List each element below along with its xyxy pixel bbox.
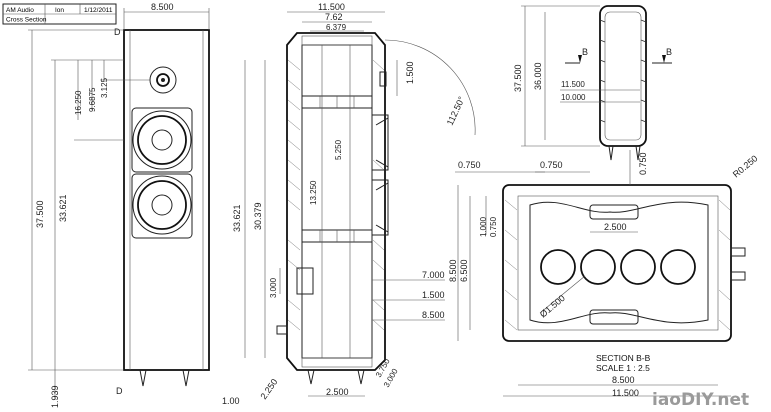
- front-dim-96875: 9.6875: [88, 87, 97, 112]
- front-height-dim: 37.500: [35, 200, 45, 228]
- side-bottom-dim-1: 1.00: [222, 396, 240, 406]
- side-dim-7000: 7.000: [422, 270, 445, 280]
- side-port-height-dim: 3.000: [269, 277, 278, 298]
- section-dim-t3: 0.750: [638, 152, 648, 175]
- side-h2-dim: 30.379: [253, 202, 263, 230]
- top-dim-10000: 10.000: [561, 93, 586, 102]
- section-radius-dim: R0.250: [731, 153, 760, 179]
- section-mark-bottom: D: [116, 386, 123, 396]
- side-bottom-dim-3: 2.500: [326, 387, 349, 397]
- section-scale: SCALE 1 : 2.5: [596, 363, 650, 373]
- section-height-dim: 8.500: [448, 259, 458, 282]
- title-block: AM Audio Ion 1/12/2011 Cross Section: [2, 3, 117, 25]
- section-label: SECTION B-B: [596, 353, 651, 363]
- front-dim-16250: 16.250: [74, 90, 83, 115]
- watermark-text: iaoDIY.net: [652, 390, 749, 410]
- section-width-overall-dim: 11.500: [612, 388, 639, 398]
- drawing-description: Cross Section: [6, 17, 47, 24]
- side-inner-width-dim: 7.62: [325, 12, 343, 22]
- front-inner-height-dim: 33.621: [58, 194, 68, 222]
- section-mark-top: D: [114, 27, 121, 37]
- side-tweeter-offset-dim: 1.500: [405, 61, 415, 84]
- top-inner-height-dim: 36.000: [533, 62, 543, 90]
- section-mark-right: B: [666, 47, 672, 57]
- side-h1-dim: 33.621: [232, 204, 242, 232]
- front-dim-3125: 3.125: [100, 77, 109, 98]
- model-name: Ion: [55, 7, 64, 14]
- side-dim-8500: 8.500: [422, 310, 445, 320]
- side-bottom-dim-2: 2.250: [258, 377, 279, 401]
- section-brace-width-dim: 2.500: [604, 222, 627, 232]
- top-height-dim: 37.500: [513, 64, 523, 92]
- section-dim-t1: 0.750: [458, 160, 481, 170]
- section-width-inner-dim: 8.500: [612, 375, 635, 385]
- company-name: AM Audio: [6, 7, 34, 14]
- side-dim-1500: 1.500: [422, 290, 445, 300]
- front-foot-dim: 1.939: [50, 385, 60, 408]
- side-brace-width-dim: 6.379: [326, 23, 347, 32]
- section-inner-height-dim: 6.500: [459, 259, 469, 282]
- section-dim-1000: 1.000: [479, 216, 488, 237]
- top-view: B B 37.500 36.000 11.500 10.000: [513, 5, 672, 161]
- front-view: D D 8.500 37.500 33.621 16.250 9.6875 3.…: [28, 2, 210, 408]
- section-mark-left: B: [582, 47, 588, 57]
- front-width-dim: 8.500: [151, 2, 174, 12]
- section-hole-diameter: Ø1.500: [538, 293, 567, 320]
- section-dim-0750: 0.750: [489, 216, 498, 237]
- top-dim-11500: 11.500: [561, 80, 585, 89]
- drawing-date: 1/12/2011: [84, 7, 113, 14]
- section-dim-t2: 0.750: [540, 160, 563, 170]
- side-mid-height-dim: 13.250: [309, 180, 318, 205]
- side-angle-dim: 112.50°: [445, 95, 467, 127]
- section-b-b-view: 0.750 0.750 0.750 R0.250 2.500 1.000 0.7…: [448, 150, 760, 398]
- side-brace-height-dim: 5.250: [334, 139, 343, 160]
- side-section-view: 11.500 7.62 6.379 112.50° 1.500 5.250 13…: [222, 2, 476, 406]
- side-width-dim: 11.500: [318, 2, 345, 12]
